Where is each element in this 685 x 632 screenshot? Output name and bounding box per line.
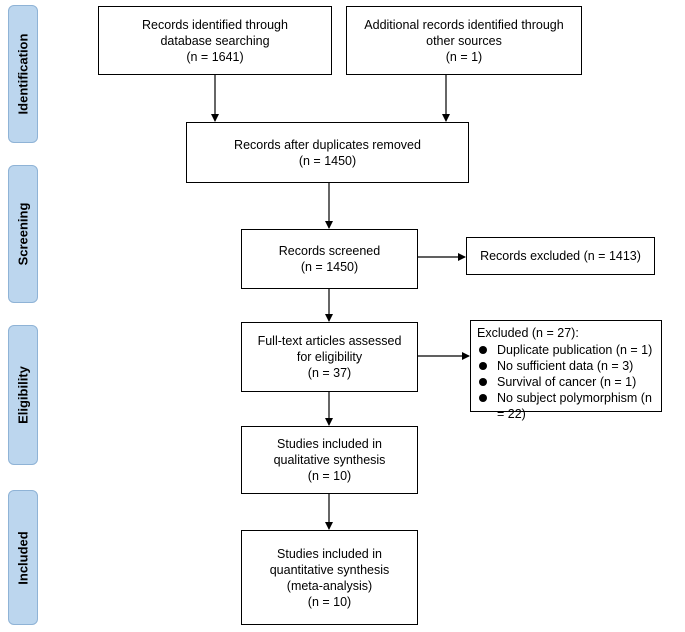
box-count: (n = 1450)	[298, 153, 357, 168]
box-text-line: Records after duplicates removed	[234, 137, 421, 152]
box-text-line: Studies included in	[277, 546, 382, 561]
records-excluded-box: Records excluded (n = 1413)	[466, 237, 655, 275]
quantitative-synthesis-box: Studies included in quantitative synthes…	[241, 530, 418, 625]
phase-screening-label: Screening	[15, 202, 31, 266]
excluded-articles-heading: Excluded (n = 27):	[477, 326, 579, 340]
phase-eligibility-label: Eligibility	[15, 366, 31, 424]
records-after-duplicates-box: Records after duplicates removed (n = 14…	[186, 122, 469, 183]
box-count: (n = 10)	[307, 594, 352, 609]
bullet-icon	[479, 378, 487, 386]
bullet-icon	[479, 362, 487, 370]
box-text-line: Records excluded (n = 1413)	[480, 249, 641, 263]
excluded-reason: No sufficient data (n = 3)	[497, 359, 634, 373]
records-identified-other-box: Additional records identified through ot…	[346, 6, 582, 75]
phase-identification-label: Identification	[15, 33, 31, 115]
phase-eligibility: Eligibility	[8, 325, 38, 465]
records-identified-database-box: Records identified through database sear…	[98, 6, 332, 75]
box-text-line: quantitative synthesis	[269, 562, 390, 577]
excluded-reason: Survival of cancer (n = 1)	[497, 375, 637, 389]
box-count: (n = 37)	[307, 366, 352, 380]
box-text-line: Additional records identified through	[364, 17, 564, 32]
box-count: (n = 1450)	[300, 260, 359, 274]
excluded-reasons-list: Duplicate publication (n = 1) No suffici…	[477, 342, 655, 422]
box-text-line: qualitative synthesis	[273, 453, 386, 467]
phase-screening: Screening	[8, 165, 38, 303]
box-count: (n = 10)	[307, 469, 352, 483]
box-text-line: for eligibility	[296, 350, 363, 364]
excluded-articles-box: Excluded (n = 27): Duplicate publication…	[470, 320, 662, 421]
list-item: No sufficient data (n = 3)	[477, 358, 655, 374]
box-text-line: database searching	[160, 33, 270, 48]
excluded-reason: Duplicate publication (n = 1)	[497, 343, 653, 357]
phase-included-label: Included	[15, 530, 31, 585]
box-count: (n = 1)	[445, 49, 483, 64]
records-screened-box: Records screened (n = 1450)	[241, 229, 418, 289]
list-item: Survival of cancer (n = 1)	[477, 374, 655, 390]
box-text-line: Studies included in	[277, 437, 382, 451]
box-text-line: Records screened	[278, 244, 381, 258]
box-text-line: Records identified through	[142, 17, 288, 32]
bullet-icon	[479, 346, 487, 354]
list-item: Duplicate publication (n = 1)	[477, 342, 655, 358]
excluded-reason: No subject polymorphism (n = 22)	[497, 391, 652, 421]
box-count: (n = 1641)	[186, 49, 244, 64]
fulltext-assessed-box: Full-text articles assessed for eligibil…	[241, 322, 418, 392]
phase-included: Included	[8, 490, 38, 625]
box-text-line: Full-text articles assessed	[257, 334, 402, 348]
list-item: No subject polymorphism (n = 22)	[477, 390, 655, 422]
bullet-icon	[479, 394, 487, 402]
box-text-line: (meta-analysis)	[286, 578, 373, 593]
phase-identification: Identification	[8, 5, 38, 143]
qualitative-synthesis-box: Studies included in qualitative synthesi…	[241, 426, 418, 494]
box-text-line: other sources	[426, 33, 502, 48]
